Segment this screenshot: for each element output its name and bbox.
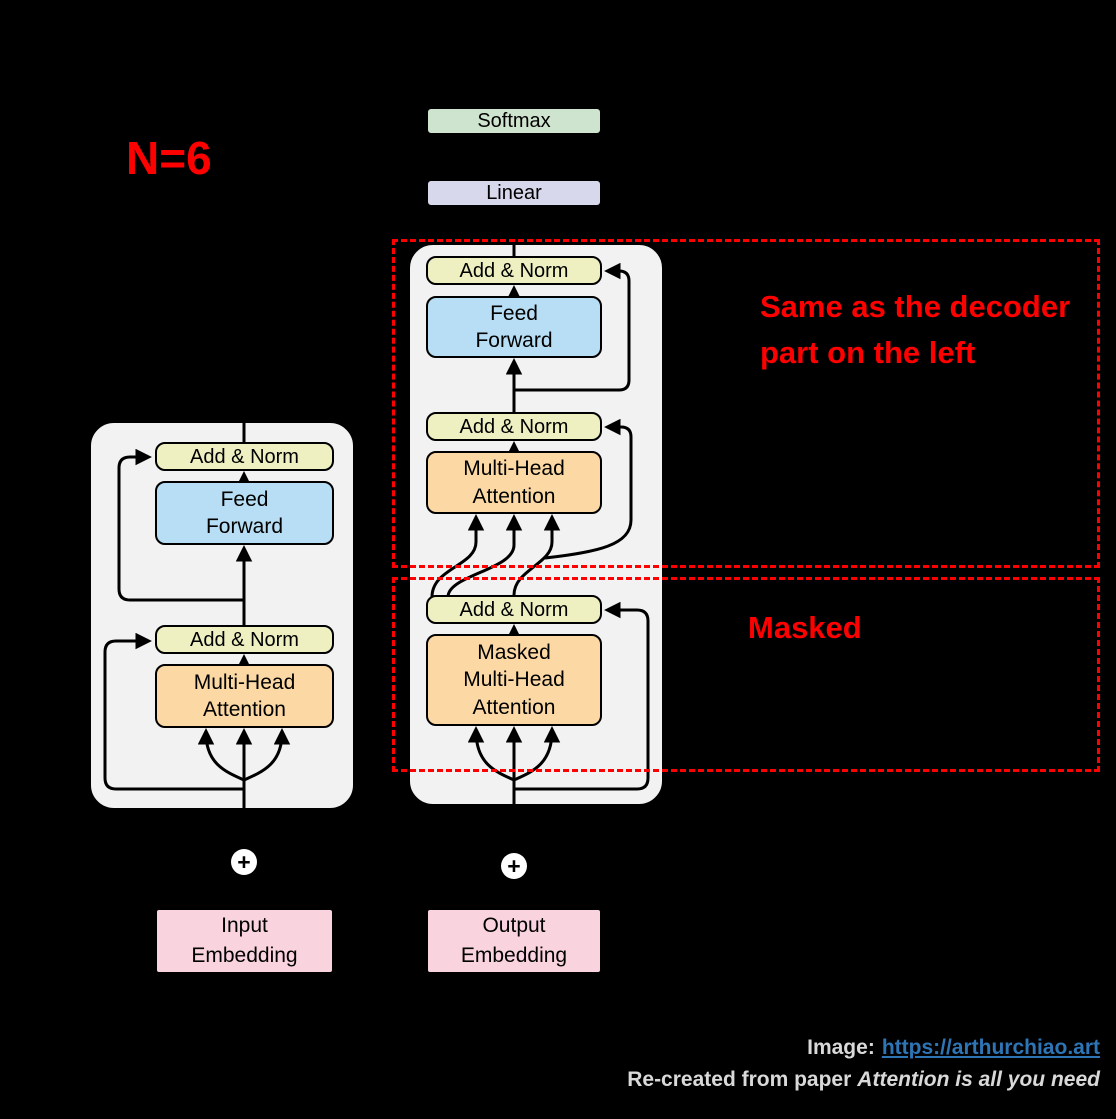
image-source-link[interactable]: https://arthurchiao.art: [881, 1036, 1100, 1059]
same-as-decoder-note: Same as the decoder part on the left: [760, 289, 1071, 370]
paper-credit-prefix: Re-created from paper: [627, 1068, 852, 1092]
input-embedding-box: Input Embedding: [155, 908, 334, 974]
decoder-add-norm-top-box: Add & Norm: [426, 256, 602, 285]
decoder-plus-circle-icon: +: [501, 853, 527, 879]
decoder-add-norm-bottom-box: Add & Norm: [426, 595, 602, 624]
footer-credit: Image: https://arthurchiao.art Re-created…: [627, 1034, 1100, 1095]
encoder-multi-head-attention-box: Multi-Head Attention: [155, 664, 334, 728]
same-as-decoder-region: [392, 239, 1100, 568]
encoder-add-norm-bottom-box: Add & Norm: [155, 625, 334, 654]
masked-note: Masked: [748, 610, 862, 645]
image-source-line: Image: https://arthurchiao.art: [627, 1034, 1100, 1062]
decoder-feed-forward-box: Feed Forward: [426, 296, 602, 358]
masked-region: [392, 577, 1100, 772]
encoder-plus-circle-icon: +: [231, 849, 257, 875]
n-layers-label: N=6: [126, 132, 212, 184]
encoder-add-norm-top-box: Add & Norm: [155, 442, 334, 471]
output-embedding-box: Output Embedding: [426, 908, 602, 974]
decoder-multi-head-attention-box: Multi-Head Attention: [426, 451, 602, 514]
softmax-box: Softmax: [426, 107, 602, 135]
encoder-feed-forward-box: Feed Forward: [155, 481, 334, 545]
paper-title: Attention is all you need: [857, 1068, 1100, 1092]
linear-box: Linear: [426, 179, 602, 207]
decoder-add-norm-mid-box: Add & Norm: [426, 412, 602, 441]
image-source-label: Image:: [807, 1036, 875, 1059]
encoder-block: [88, 420, 356, 811]
decoder-masked-multi-head-attention-box: Masked Multi-Head Attention: [426, 634, 602, 726]
